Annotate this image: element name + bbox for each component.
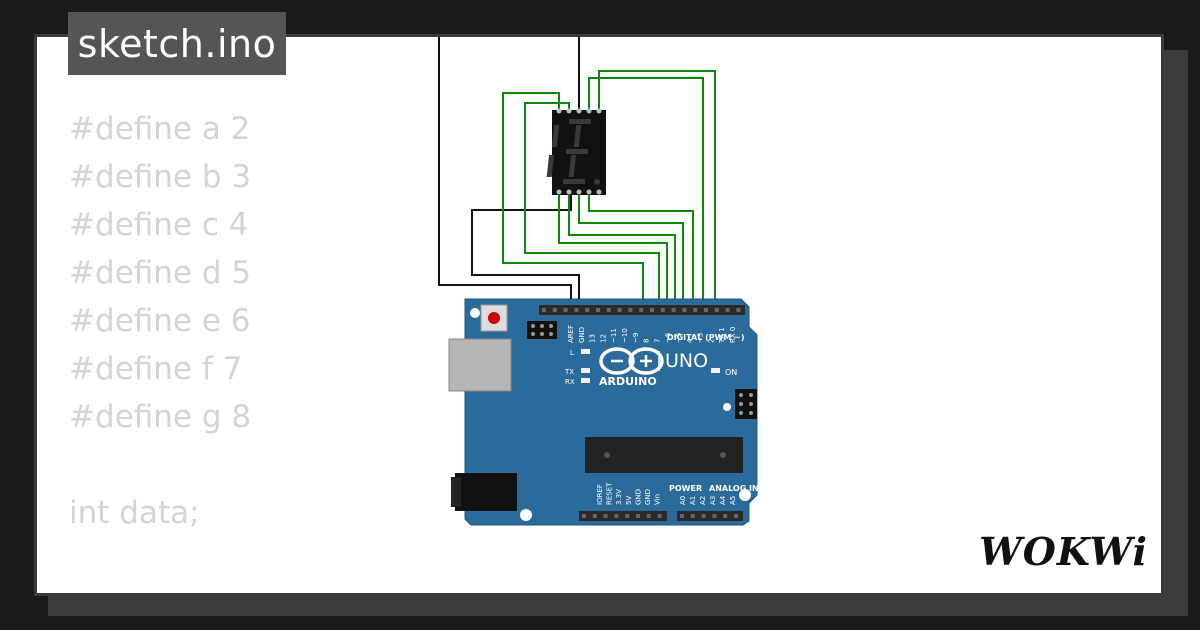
pin-label: RX 0	[729, 327, 737, 343]
arduino-logo-icon	[599, 347, 664, 375]
code-line: int data;	[69, 495, 200, 531]
on-label: ON	[725, 368, 737, 377]
preview-card: #define a 2 #define b 3 #define c 4 #define…	[34, 34, 1164, 596]
power-header	[579, 511, 667, 521]
pin-label: ~10	[621, 328, 629, 343]
pin-label: A1	[689, 496, 697, 505]
pin-label: 2	[707, 339, 715, 343]
pin-label: ~3	[697, 333, 705, 343]
pin-label: A2	[699, 496, 707, 505]
analog-header	[677, 511, 743, 521]
pin-label: A0	[679, 496, 687, 505]
arduino-uno-board[interactable]: ARDUINO UNO DIGITAL (PWM ~) POWER ANALOG…	[448, 298, 759, 526]
led-l-label: L	[570, 349, 574, 357]
atmega-chip	[585, 437, 743, 473]
pin-label: GND	[634, 489, 642, 505]
board-model-text: UNO	[665, 350, 708, 372]
wokwi-logo: WOKWi	[979, 529, 1148, 574]
pin-label: Vin	[654, 494, 662, 505]
digital-label: DIGITAL (PWM ~)	[667, 333, 745, 342]
pin-label: RESET	[606, 482, 614, 505]
pin-label: 5V	[625, 496, 633, 505]
code-line: #define g 8	[69, 399, 252, 435]
header-pins	[542, 308, 741, 518]
led-tx-label: TX	[564, 368, 574, 376]
led-tx	[581, 368, 590, 373]
analog-label: ANALOG IN	[709, 484, 759, 493]
pin-label: 12	[599, 334, 607, 343]
pin-label: ~9	[632, 333, 640, 343]
code-line: #define d 5	[69, 255, 252, 291]
code-line: #define c 4	[69, 207, 249, 243]
usb-port	[448, 338, 512, 392]
green-wires	[502, 70, 716, 303]
code-line: #define f 7	[69, 351, 243, 387]
circuit-diagram: ARDUINO UNO DIGITAL (PWM ~) POWER ANALOG…	[438, 37, 759, 526]
pin-label: GND	[578, 327, 586, 343]
seven-segment-display[interactable]	[546, 108, 606, 196]
file-title: sketch.ino	[77, 21, 277, 66]
pin-label: 13	[589, 334, 597, 343]
led-rx-label: RX	[565, 378, 575, 386]
led-rx	[581, 378, 590, 383]
power-jack	[455, 473, 517, 511]
pin-label: 7	[653, 339, 661, 343]
pin-label: GND	[644, 489, 652, 505]
pin-label: ~11	[610, 328, 618, 343]
board-logo-text: ARDUINO	[599, 375, 657, 388]
pin-label: ~5	[675, 333, 683, 343]
pin-label: 3.3V	[615, 489, 623, 505]
led-on	[711, 368, 720, 373]
code-preview: #define a 2 #define b 3 #define c 4 #define…	[69, 105, 285, 593]
code-line: #define b 3	[69, 159, 252, 195]
pin-label: IOREF	[596, 484, 604, 505]
pin-label: ~6	[664, 332, 672, 343]
pin-label: 4	[686, 338, 694, 343]
pin-label: A3	[709, 496, 717, 505]
pin-label: A5	[729, 496, 737, 505]
pin-label: AREF	[567, 325, 575, 343]
pin-label: TX 1	[718, 327, 726, 344]
code-line: #define e 6	[69, 303, 251, 339]
black-wires	[438, 37, 580, 303]
led-l	[581, 349, 590, 354]
file-title-tab: sketch.ino	[68, 12, 286, 75]
pin-label: 8	[643, 339, 651, 343]
code-line: #define a 2	[69, 111, 251, 147]
pin-label: A4	[719, 495, 727, 505]
power-label: POWER	[669, 484, 702, 493]
code-line: void setup() {	[69, 585, 285, 593]
